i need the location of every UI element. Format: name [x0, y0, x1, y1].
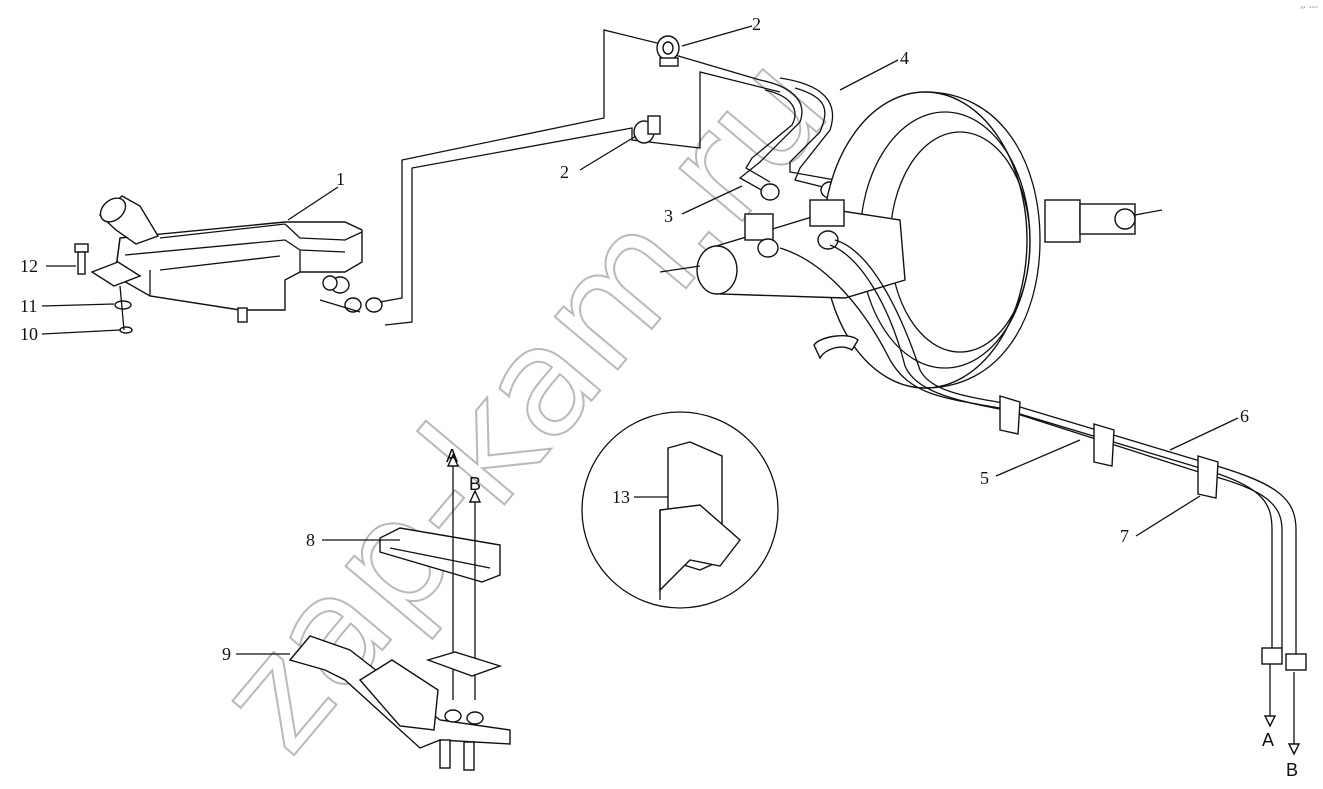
callout-2a: 2	[752, 14, 761, 34]
callout-7: 7	[1120, 526, 1129, 546]
callout-10: 10	[20, 324, 38, 344]
arrow-markers: A B A B	[446, 446, 1298, 780]
hose-lines	[379, 29, 781, 326]
callout-6: 6	[1240, 406, 1249, 426]
callout-13: 13	[612, 487, 630, 507]
line-clips	[999, 395, 1219, 499]
master-cylinder	[659, 199, 906, 299]
callout-4: 4	[900, 48, 909, 68]
callouts: 1 2 2 3 4 5 6 7 8 9 10 11 12 13	[20, 14, 1249, 664]
brake-lines	[779, 239, 1307, 756]
bolt-stack	[74, 243, 133, 334]
callout-5: 5	[980, 468, 989, 488]
pedal-bracket	[288, 635, 511, 771]
detail-circle	[581, 411, 779, 609]
corner-mark: ᵍᵖ ᵇᵇᵇ	[1300, 6, 1318, 12]
marker-b-top: B	[469, 474, 481, 494]
callout-1: 1	[336, 169, 345, 189]
callout-2b: 2	[560, 162, 569, 182]
marker-b-bottom: B	[1286, 760, 1298, 780]
marker-a-top: A	[446, 446, 458, 466]
callout-12: 12	[20, 256, 38, 276]
callout-3: 3	[664, 206, 673, 226]
callout-8: 8	[306, 530, 315, 550]
leader-lines	[41, 25, 1239, 655]
watermark: zap-kam.ru	[183, 22, 863, 784]
callout-11: 11	[20, 296, 37, 316]
reservoir-tank	[90, 195, 383, 323]
svg-text:zap-kam.ru: zap-kam.ru	[184, 23, 862, 783]
marker-a-bottom: A	[1262, 730, 1274, 750]
hose-clamps	[633, 35, 680, 144]
callout-9: 9	[222, 644, 231, 664]
